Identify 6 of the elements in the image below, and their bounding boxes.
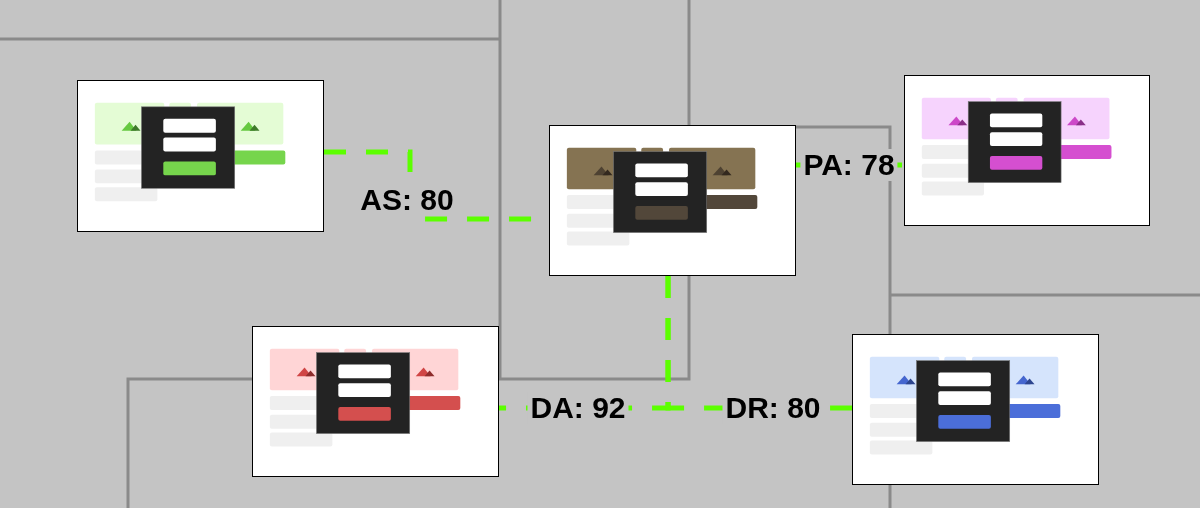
- website-mockup: [77, 80, 324, 232]
- website-mockup: [904, 75, 1150, 226]
- website-mockup: [549, 125, 796, 276]
- website-mockup: [852, 334, 1099, 485]
- website-mockup: [252, 326, 499, 477]
- edge-label: PA: 78: [800, 149, 898, 181]
